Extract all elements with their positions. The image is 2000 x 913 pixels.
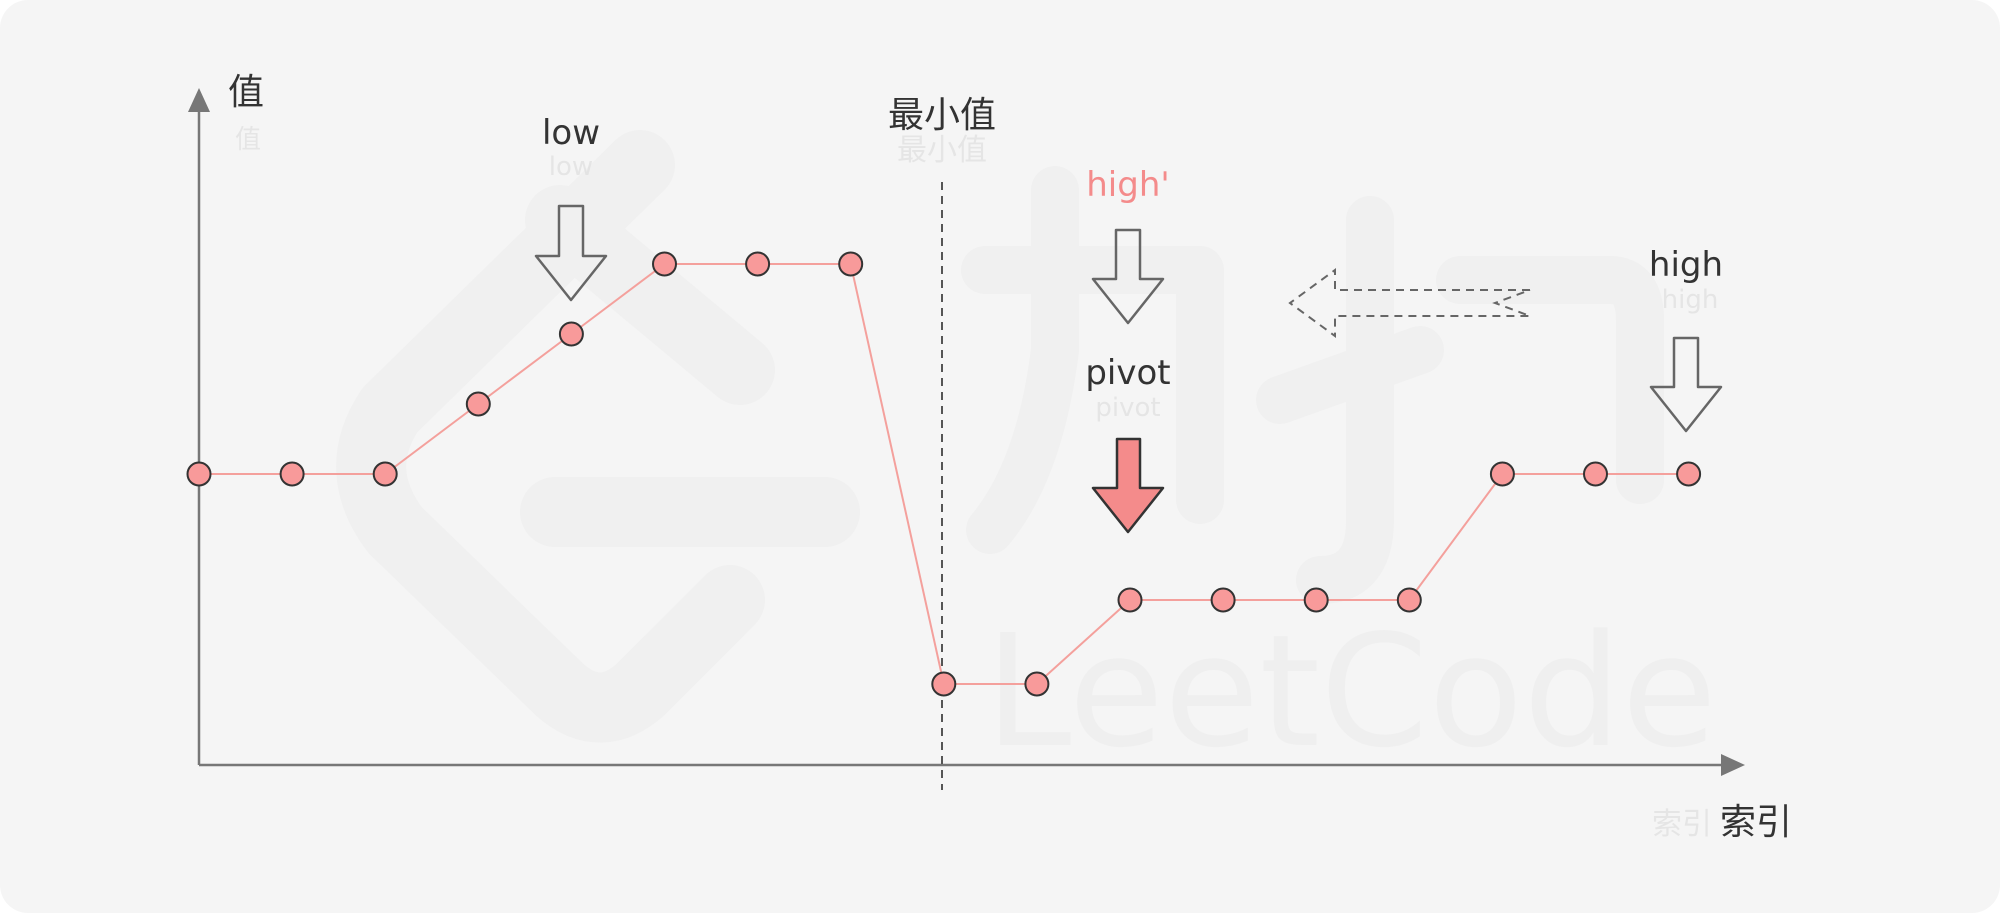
svg-text:LeetCode: LeetCode xyxy=(985,601,1717,782)
high-prime-label: high' xyxy=(1086,165,1169,205)
data-point xyxy=(1024,671,1050,697)
data-point xyxy=(838,251,864,277)
data-point xyxy=(931,671,957,697)
data-point xyxy=(279,461,305,487)
data-point xyxy=(1676,461,1702,487)
data-point xyxy=(1117,587,1143,613)
pivot-label: pivot xyxy=(1085,353,1170,393)
data-point xyxy=(745,251,771,277)
data-point xyxy=(652,251,677,277)
high-prime-arrow-icon xyxy=(1091,228,1165,325)
pivot-arrow-icon xyxy=(1091,437,1165,534)
data-point xyxy=(186,461,212,487)
minimum-label-shadow: 最小值 xyxy=(897,133,987,168)
low-arrow-icon xyxy=(534,204,608,302)
x-axis-label-shadow: 索引 xyxy=(1652,807,1712,842)
x-axis-label: 索引 xyxy=(1720,802,1792,843)
y-axis-arrow-icon xyxy=(188,88,210,112)
low-label: low xyxy=(542,113,600,153)
data-point xyxy=(1396,587,1422,613)
y-axis-label-shadow: 值 xyxy=(235,125,261,155)
data-point xyxy=(465,391,491,417)
data-point xyxy=(372,461,398,487)
data-point xyxy=(1583,461,1608,487)
data-point xyxy=(1303,587,1329,613)
leetcode-watermark-icon: LeetCode xyxy=(336,130,1717,782)
data-point xyxy=(1210,587,1236,613)
y-axis-label: 值 xyxy=(228,72,264,113)
high-label-shadow: high xyxy=(1662,285,1719,315)
data-point xyxy=(1489,461,1515,487)
data-series xyxy=(186,251,1702,697)
pivot-label-shadow: pivot xyxy=(1095,393,1160,423)
low-label-shadow: low xyxy=(549,152,593,182)
high-label: high xyxy=(1649,245,1723,285)
high-arrow-icon xyxy=(1649,336,1723,433)
data-point xyxy=(558,321,584,347)
move-left-dashed-arrow-icon xyxy=(1288,268,1531,338)
minimum-label: 最小值 xyxy=(888,95,996,136)
x-axis-arrow-icon xyxy=(1721,754,1745,776)
axes xyxy=(188,88,1745,776)
